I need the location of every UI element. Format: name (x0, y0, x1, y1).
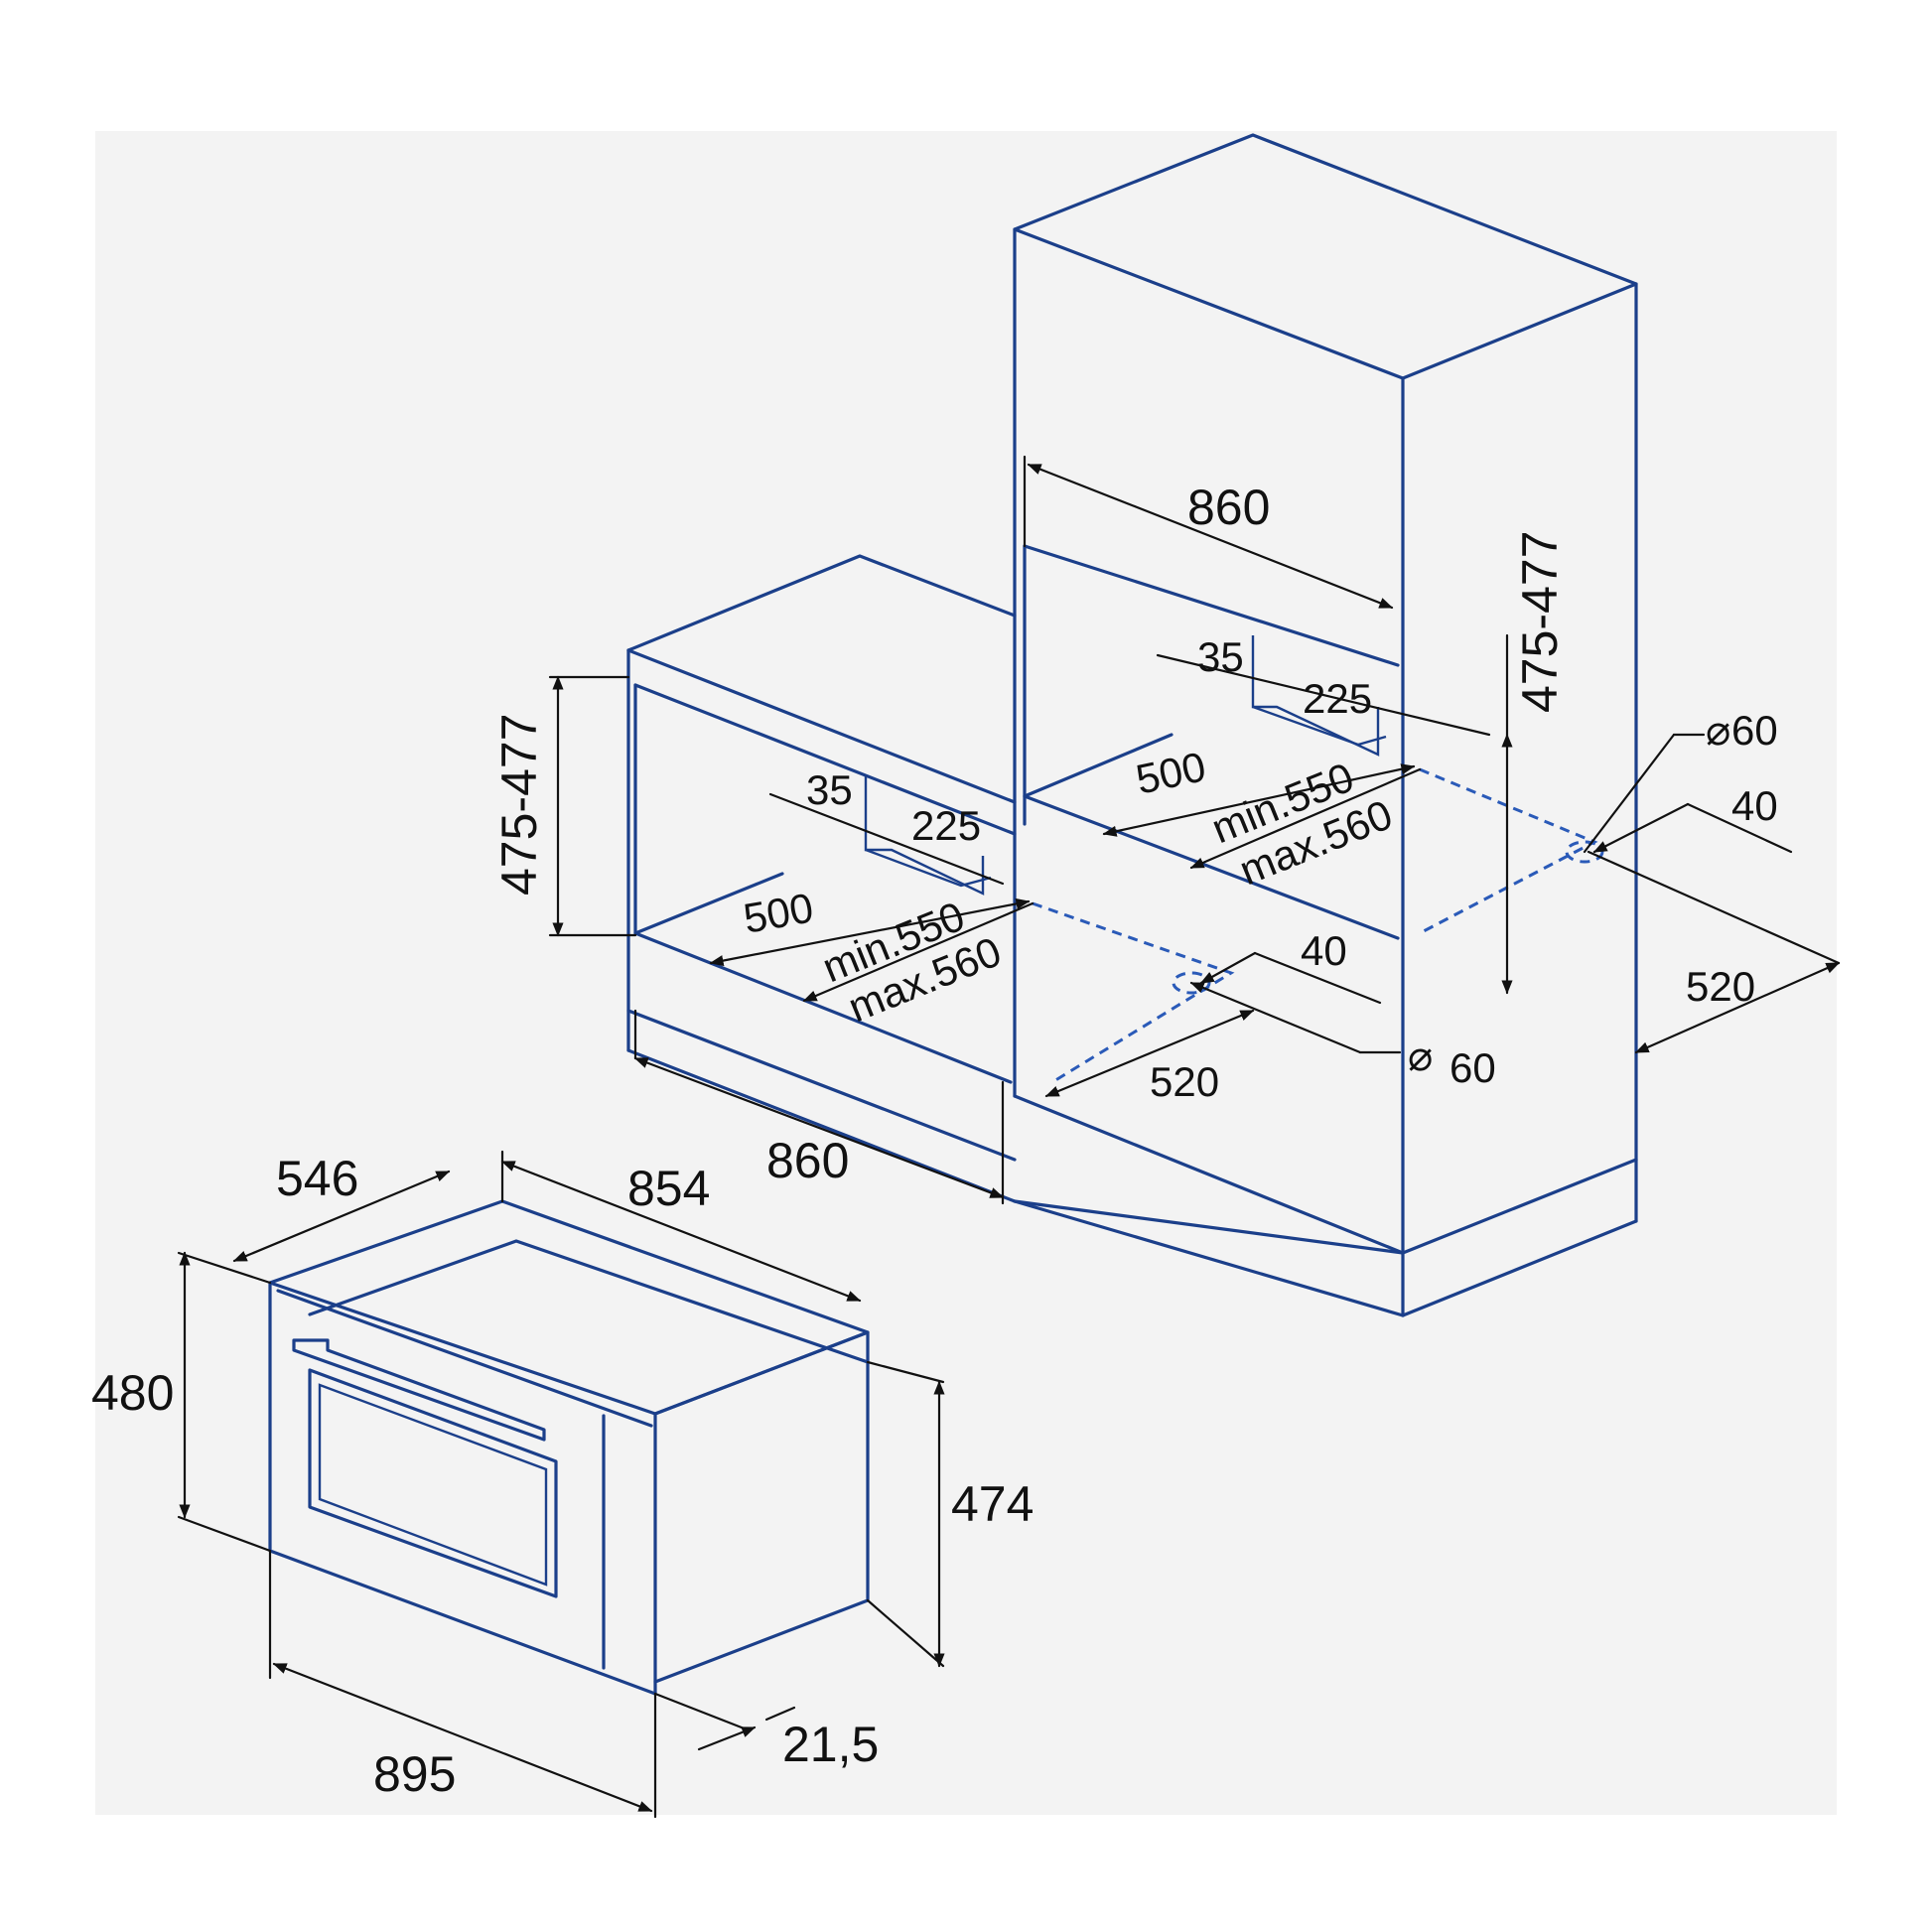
tall-520-label: 520 (1686, 963, 1755, 1010)
base-520-label: 520 (1150, 1058, 1219, 1105)
oven (268, 1199, 870, 1696)
base-height-label: 475-477 (491, 714, 547, 897)
oven-front-height-label: 480 (91, 1365, 174, 1421)
base-cabinet (626, 554, 1405, 1317)
oven-width-label: 854 (627, 1161, 710, 1216)
tall-hole-label: 60 (1731, 707, 1778, 754)
oven-depth-label: 546 (276, 1151, 358, 1206)
base-hole-label: 60 (1449, 1044, 1496, 1091)
base-width-label: 860 (766, 1133, 849, 1188)
tall-35-label: 35 (1197, 633, 1244, 680)
base-35-label: 35 (806, 766, 853, 813)
dimension-labels: 860 475-477 35 225 500 min.550 max.560 ⌀… (91, 480, 1778, 1802)
tall-500-label: 500 (1132, 743, 1209, 803)
base-500-label: 500 (740, 884, 816, 941)
oven-body-height-label: 474 (951, 1476, 1034, 1532)
base-40-label: 40 (1301, 927, 1347, 974)
tall-hole-symbol: ⌀ (1706, 707, 1730, 754)
base-225-label: 225 (911, 802, 981, 849)
tall-40-label: 40 (1731, 782, 1778, 829)
dimension-lines (177, 455, 1841, 1819)
oven-front-width-label: 895 (373, 1746, 456, 1802)
tall-cabinet (1013, 133, 1638, 1317)
base-hole-symbol: ⌀ (1408, 1033, 1433, 1079)
tall-width-label: 860 (1187, 480, 1270, 535)
tall-225-label: 225 (1303, 675, 1372, 722)
oven-offset-label: 21,5 (782, 1717, 879, 1772)
tall-height-label: 475-477 (1512, 531, 1568, 714)
